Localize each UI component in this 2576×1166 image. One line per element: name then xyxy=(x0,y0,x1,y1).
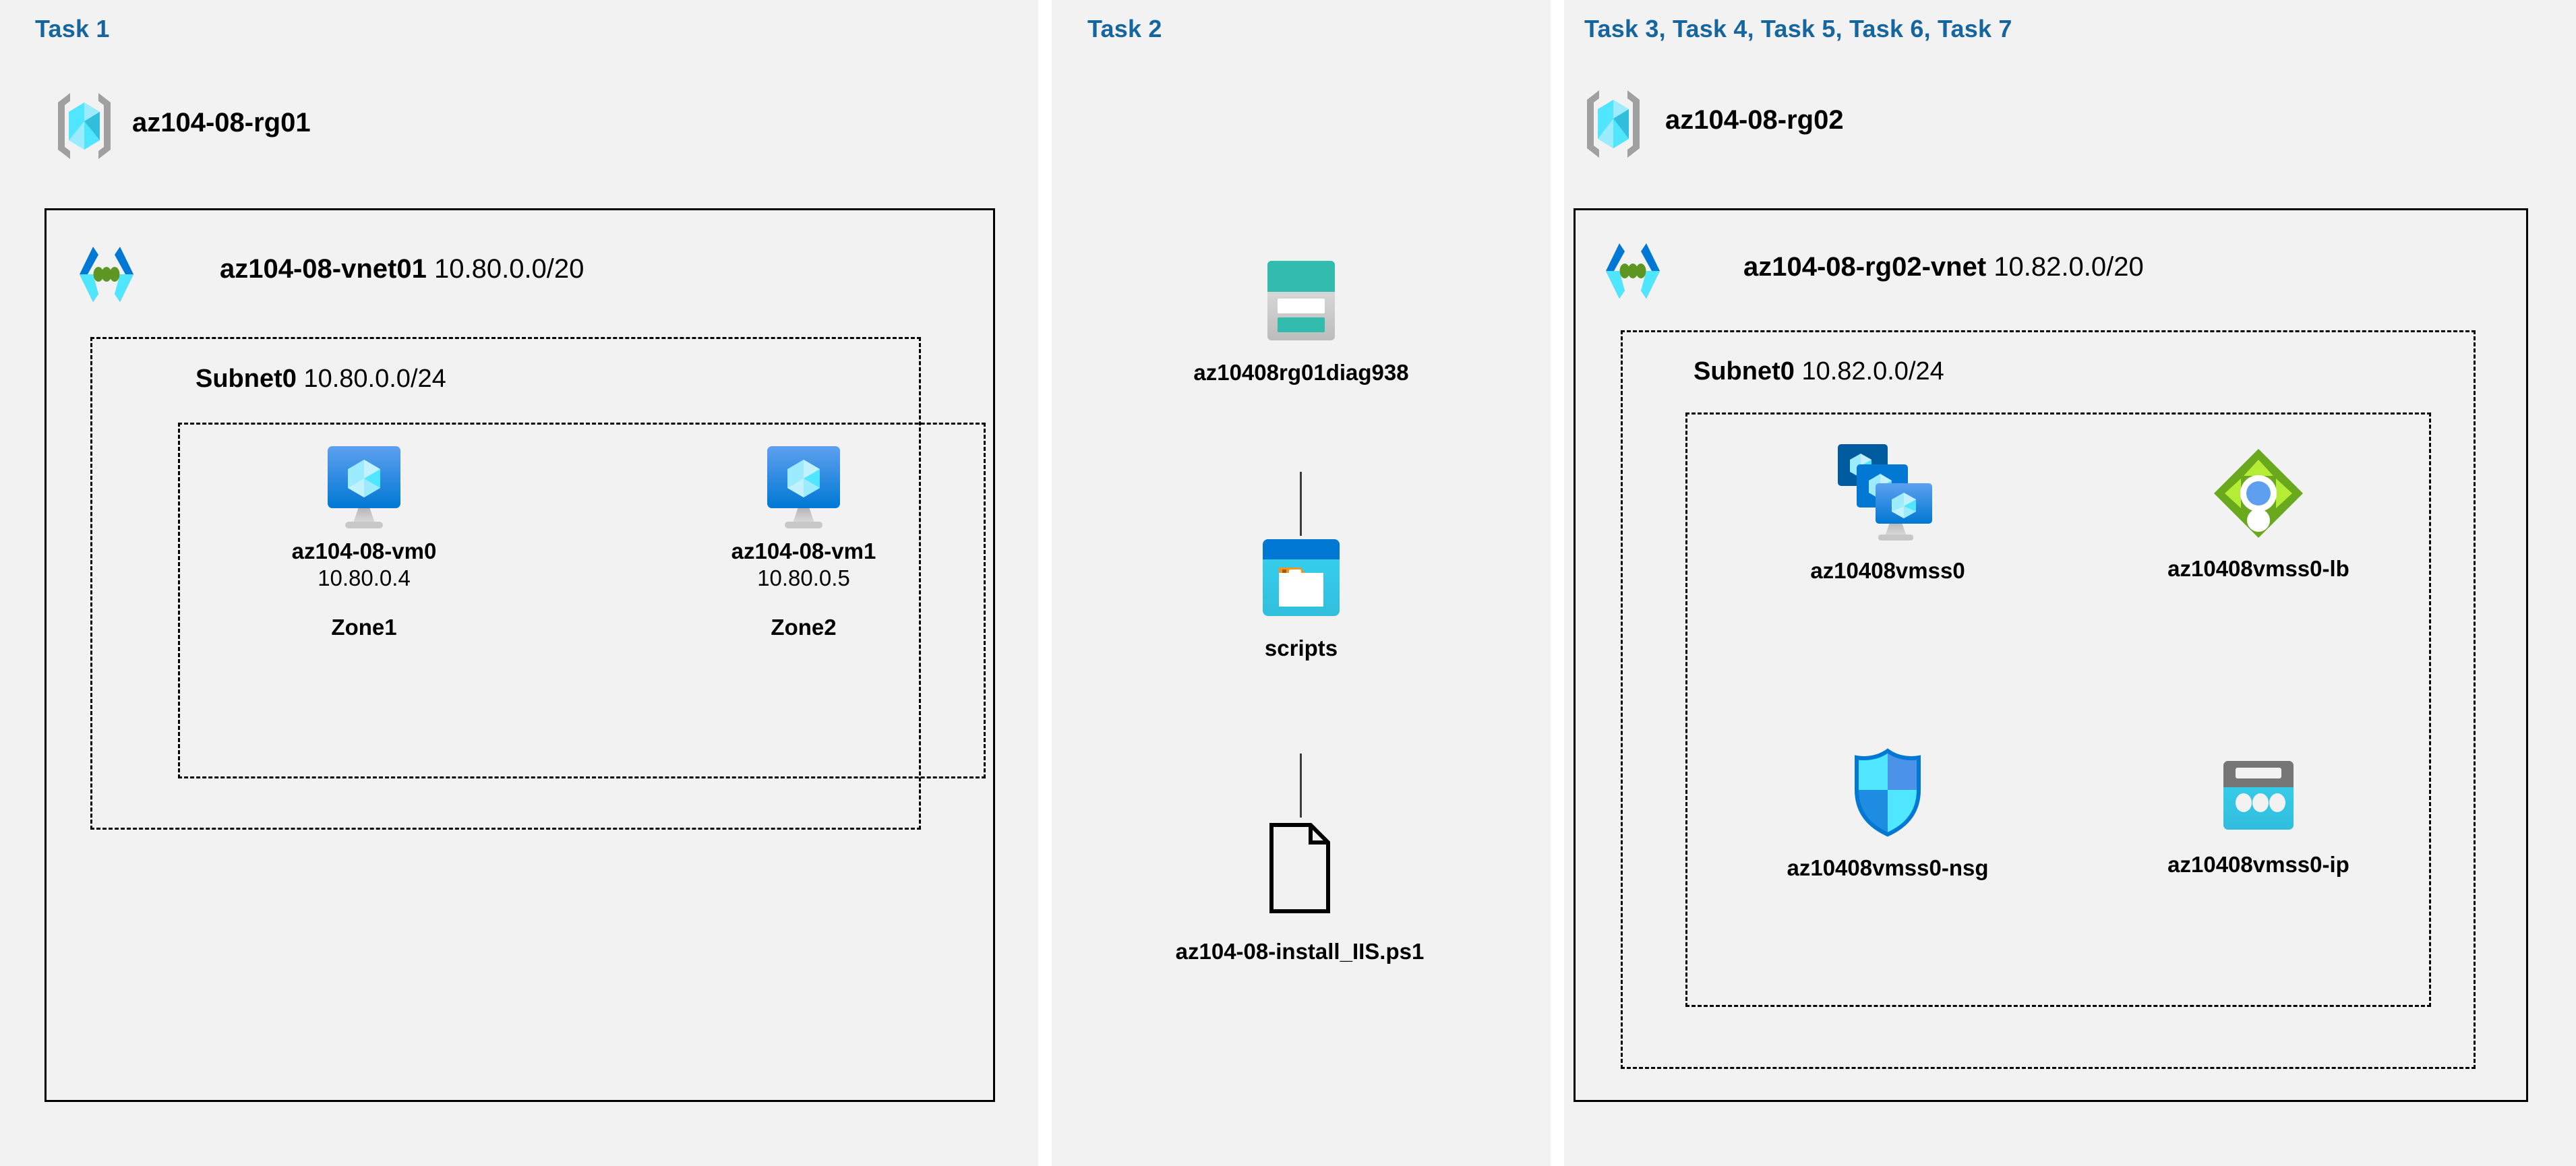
rg01-icon-wrap xyxy=(54,89,115,166)
node-az10408vmss0-ip[interactable]: az10408vmss0-ip xyxy=(2103,758,2414,878)
node-az10408vmss0-lb[interactable]: az10408vmss0-lb xyxy=(2103,446,2414,582)
vmss0-name: az10408vmss0 xyxy=(1810,558,1965,583)
rg02-label: az104-08-rg02 xyxy=(1665,105,1844,135)
virtual-machine-icon xyxy=(328,446,400,528)
subnet0-label: Subnet0 10.80.0.0/24 xyxy=(196,365,446,393)
vm0-name: az104-08-vm0 xyxy=(291,539,437,563)
resource-group-icon xyxy=(1587,90,1640,158)
node-az104-08-vm0[interactable]: az104-08-vm0 10.80.0.4 Zone1 xyxy=(216,445,512,641)
document-file-icon xyxy=(1269,823,1330,913)
container-name: scripts xyxy=(1264,636,1338,661)
connector-container-to-file xyxy=(1300,754,1302,818)
node-az10408vmss0-nsg[interactable]: az10408vmss0-nsg xyxy=(1719,748,2056,882)
rg02-vnet-icon-wrap xyxy=(1599,239,1667,307)
connector-storage-to-container xyxy=(1300,472,1302,536)
vnet01-label: az104-08-vnet01 10.80.0.0/20 xyxy=(220,254,585,284)
resource-group-box xyxy=(1685,412,2431,1007)
vnet-box-az104-08-vnet01 xyxy=(44,208,995,1102)
rg02-icon-wrap xyxy=(1583,86,1644,165)
vm0-zone: Zone1 xyxy=(331,615,397,640)
vm1-ip: 10.80.0.5 xyxy=(757,565,850,590)
storage-account-icon xyxy=(1267,261,1335,340)
blob-container-icon xyxy=(1263,539,1340,616)
node-script-file[interactable]: az104-08-install_IIS.ps1 xyxy=(1098,821,1502,965)
load-balancer-icon xyxy=(2214,449,2303,538)
vmss0-lb-name: az10408vmss0-lb xyxy=(2167,556,2349,581)
virtual-network-icon xyxy=(80,247,133,302)
rg01-label: az104-08-rg01 xyxy=(132,108,311,137)
virtual-machine-icon xyxy=(767,446,840,528)
virtual-network-icon xyxy=(1606,243,1660,299)
subnet-box-subnet0 xyxy=(1621,330,2476,1069)
vm-scale-set-icon xyxy=(1838,444,1932,541)
public-ip-address-icon xyxy=(2223,761,2294,830)
vmss0-ip-name: az10408vmss0-ip xyxy=(2167,852,2349,877)
node-az104-08-vm1[interactable]: az104-08-vm1 10.80.0.5 Zone2 xyxy=(655,445,952,641)
resource-group-icon xyxy=(58,93,111,159)
vm0-ip: 10.80.0.4 xyxy=(318,565,411,590)
rg02-vnet-label: az104-08-rg02-vnet 10.82.0.0/20 xyxy=(1743,252,2144,282)
task3-7-title: Task 3, Task 4, Task 5, Task 6, Task 7 xyxy=(1584,15,2012,42)
vm1-name: az104-08-vm1 xyxy=(731,539,876,563)
vnet01-icon-wrap xyxy=(73,243,140,310)
node-az10408vmss0[interactable]: az10408vmss0 xyxy=(1719,441,2056,584)
task2-title: Task 2 xyxy=(1087,15,1162,42)
node-storage-account[interactable]: az10408rg01diag938 xyxy=(1099,259,1503,386)
task1-title: Task 1 xyxy=(35,15,110,42)
node-blob-container[interactable]: scripts xyxy=(1139,538,1463,662)
panel-task1: Task 1 az104-08-rg01 xyxy=(0,0,1038,1166)
subnet-box-subnet0 xyxy=(90,337,921,830)
vnet-box-az104-08-rg02-vnet xyxy=(1574,208,2528,1102)
network-security-group-icon xyxy=(1855,748,1921,837)
script-file-name: az104-08-install_IIS.ps1 xyxy=(1175,939,1425,964)
vmss0-nsg-name: az10408vmss0-nsg xyxy=(1787,855,1989,880)
vm-group-box xyxy=(178,423,986,778)
rg02-subnet0-label: Subnet0 10.82.0.0/24 xyxy=(1694,357,1944,386)
panel-task2: Task 2 az10408rg01diag938 xyxy=(1052,0,1551,1166)
panel-task3-to-7: Task 3, Task 4, Task 5, Task 6, Task 7 a… xyxy=(1564,0,2576,1166)
vm1-zone: Zone2 xyxy=(771,615,837,640)
storage-account-name: az10408rg01diag938 xyxy=(1193,360,1409,385)
